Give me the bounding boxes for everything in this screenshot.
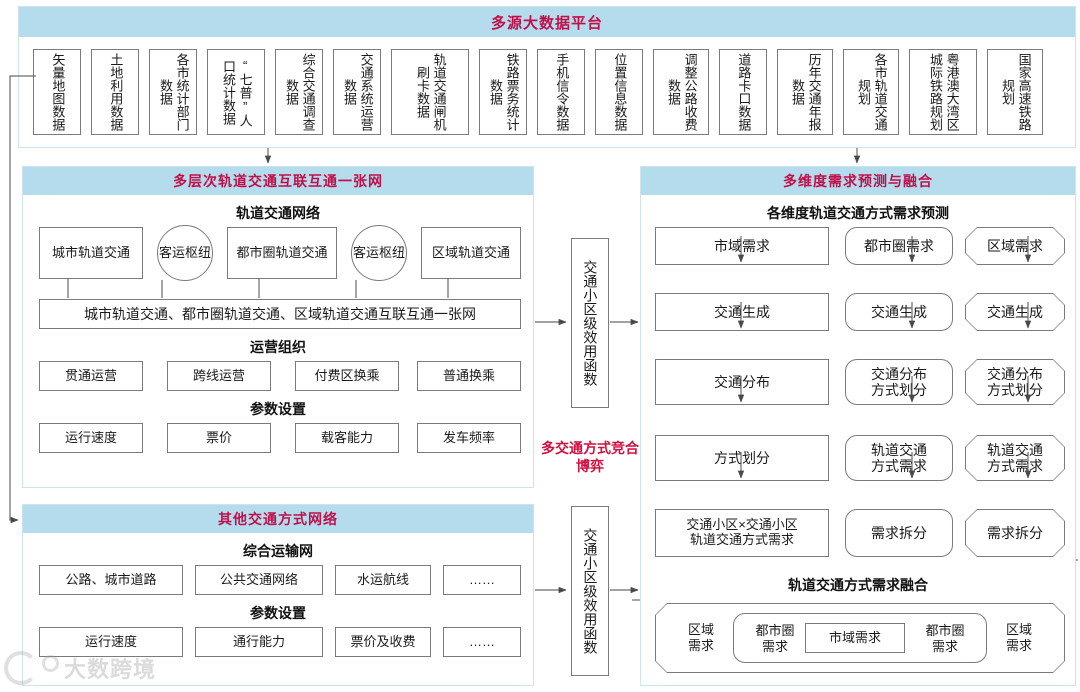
- transport-net-item[interactable]: 公路、城市道路: [39, 565, 183, 595]
- transport-net-item-more[interactable]: ……: [443, 565, 521, 595]
- fusion-label-regional-left: 区域 需求: [687, 622, 714, 653]
- parameter-item[interactable]: 票价: [167, 423, 271, 453]
- caption-dimension-forecast: 各维度轨道交通方式需求预测: [767, 205, 949, 221]
- operation-item[interactable]: 付费区换乘: [295, 361, 399, 391]
- forecast-step-distribution-modesplit[interactable]: 交通分布 方式划分: [845, 359, 953, 405]
- data-source-item[interactable]: 手机信令数据: [537, 49, 585, 135]
- forecast-step-distribution-modesplit-text: 交通分布 方式划分: [871, 365, 927, 398]
- data-source-item[interactable]: 交通系统运营数据: [333, 49, 381, 135]
- watermark-ring-icon: [4, 651, 38, 685]
- forecast-step-distribution-modesplit-text: 交通分布 方式划分: [987, 365, 1043, 398]
- node-regional-rail[interactable]: 区域轨道交通: [421, 227, 521, 279]
- parameter-item[interactable]: 载客能力: [295, 423, 399, 453]
- operation-item[interactable]: 跨线运营: [167, 361, 271, 391]
- operation-item[interactable]: 贯通运营: [39, 361, 143, 391]
- forecast-step-trip-generation[interactable]: 交通生成: [965, 293, 1065, 331]
- forecast-step-regional-demand-text: 区域需求: [987, 237, 1043, 254]
- forecast-step-metro-area-demand[interactable]: 都市圈需求: [845, 227, 953, 265]
- caption-integrated-transport-net: 综合运输网: [243, 543, 313, 559]
- forecast-step-demand-split[interactable]: 需求拆分: [965, 509, 1065, 557]
- forecast-step-trip-generation[interactable]: 交通生成: [655, 293, 829, 331]
- forecast-step-rail-mode-demand[interactable]: 轨道交通 方式需求: [845, 435, 953, 481]
- operation-item[interactable]: 普通换乘: [417, 361, 521, 391]
- one-network-bar[interactable]: 城市轨道交通、都市圈轨道交通、区域轨道交通互联互通一张网: [39, 299, 521, 329]
- parameter-item[interactable]: 运行速度: [39, 627, 183, 657]
- forecast-step-trip-generation-text: 交通生成: [987, 303, 1043, 320]
- transport-net-item[interactable]: 水运航线: [335, 565, 431, 595]
- forecast-step-mode-split[interactable]: 方式划分: [655, 435, 829, 481]
- forecast-step-od-rail-demand-text: 交通小区×交通小区 轨道交通方式需求: [686, 517, 798, 547]
- forecast-step-city-demand[interactable]: 市域需求: [655, 227, 829, 265]
- transport-net-item[interactable]: 公共交通网络: [195, 565, 323, 595]
- utility-function-top[interactable]: 交通小区级效用函数: [571, 238, 609, 408]
- forecast-step-demand-split-text: 需求拆分: [987, 524, 1043, 541]
- data-source-item[interactable]: 位置信息数据: [595, 49, 643, 135]
- parameter-item[interactable]: 发车频率: [417, 423, 521, 453]
- data-source-item[interactable]: 轨道交通闸机刷卡数据: [391, 49, 469, 135]
- forecast-step-trip-generation[interactable]: 交通生成: [845, 293, 953, 331]
- other-modes-body: 综合运输网 公路、城市道路 公共交通网络 水运航线 …… 参数设置 运行速度 通…: [23, 533, 533, 685]
- watermark-text: 大数跨境: [64, 657, 157, 682]
- panel-title-demand-forecast: 多维度需求预测与融合: [641, 167, 1075, 195]
- forecast-step-rail-mode-demand-text: 轨道交通 方式需求: [987, 441, 1043, 474]
- panel-other-modes-network: 其他交通方式网络 综合运输网 公路、城市道路 公共交通网络 水运航线 …… 参数…: [22, 504, 534, 686]
- forecast-step-rail-mode-demand[interactable]: 轨道交通 方式需求: [965, 435, 1065, 481]
- watermark-dot-icon: [42, 655, 59, 672]
- caption-demand-fusion: 轨道交通方式需求融合: [788, 577, 928, 593]
- rail-network-body: 轨道交通网络 城市轨道交通 客运枢纽 都市圈轨道交通 客运枢纽 区域轨道交通 城…: [23, 195, 533, 487]
- caption-parameter-settings-rail: 参数设置: [250, 401, 306, 417]
- fusion-label-metro-left: 都市圈 需求: [755, 623, 795, 654]
- forecast-step-regional-demand[interactable]: 区域需求: [965, 227, 1065, 265]
- fusion-inner-city-demand[interactable]: 市域需求: [805, 623, 905, 653]
- panel-title-rail-network: 多层次轨道交通互联互通一张网: [23, 167, 533, 195]
- data-source-item[interactable]: 各市轨道交通规划: [843, 49, 899, 135]
- data-source-item[interactable]: “七普”人口统计数据: [207, 49, 265, 135]
- watermark: 大数跨境: [4, 646, 174, 690]
- node-passenger-hub-2[interactable]: 客运枢纽: [351, 225, 407, 281]
- demand-forecast-body: 各维度轨道交通方式需求预测 市域需求 交通生成 交通分布 方式划分 交通小区×交…: [641, 195, 1075, 685]
- caption-rail-transit-network: 轨道交通网络: [236, 205, 320, 221]
- forecast-step-rail-mode-demand-text: 轨道交通 方式需求: [871, 441, 927, 474]
- utility-function-bottom[interactable]: 交通小区级效用函数: [571, 506, 609, 676]
- label-multimodal-game: 多交通方式竞合博弈: [540, 440, 640, 475]
- caption-operation-organization: 运营组织: [250, 339, 306, 355]
- node-urban-rail[interactable]: 城市轨道交通: [39, 227, 143, 279]
- node-passenger-hub-1[interactable]: 客运枢纽: [157, 225, 213, 281]
- panel-rail-network: 多层次轨道交通互联互通一张网 轨道交通网络 城市轨道交通 客运枢纽 都市圈轨道交…: [22, 166, 534, 488]
- caption-parameter-settings-other: 参数设置: [250, 605, 306, 621]
- data-source-item[interactable]: 粤港澳大湾区城际铁路规划: [909, 49, 977, 135]
- parameter-item[interactable]: 运行速度: [39, 423, 143, 453]
- panel-big-data-platform: 多源大数据平台 矢量地图数据 土地利用数据 各市统计部门数据 “七普”人口统计数…: [18, 6, 1076, 148]
- data-source-item[interactable]: 综合交通调查数据: [275, 49, 323, 135]
- data-source-item[interactable]: 调整公路收费数据: [653, 49, 709, 135]
- panel-title-big-data-platform: 多源大数据平台: [19, 7, 1075, 37]
- fusion-label-regional-right: 区域 需求: [1005, 622, 1032, 653]
- parameter-item[interactable]: 票价及收费: [335, 627, 431, 657]
- node-metro-area-rail[interactable]: 都市圈轨道交通: [227, 227, 337, 279]
- forecast-step-od-rail-demand[interactable]: 交通小区×交通小区 轨道交通方式需求: [655, 509, 829, 557]
- label-multimodal-game-text: 多交通方式竞合博弈: [541, 440, 639, 474]
- data-source-item[interactable]: 道路卡口数据: [719, 49, 767, 135]
- panel-title-other-modes: 其他交通方式网络: [23, 505, 533, 533]
- data-source-item[interactable]: 铁路票务统计数据: [479, 49, 527, 135]
- forecast-step-demand-split[interactable]: 需求拆分: [845, 509, 953, 557]
- panel-demand-forecast: 多维度需求预测与融合 各维度轨道交通方式需求预测 市域需求 交通生成 交通分布 …: [640, 166, 1076, 686]
- fusion-label-metro-right: 都市圈 需求: [925, 623, 965, 654]
- big-data-source-list: 矢量地图数据 土地利用数据 各市统计部门数据 “七普”人口统计数据 综合交通调查…: [19, 37, 1075, 147]
- data-source-item[interactable]: 土地利用数据: [91, 49, 139, 135]
- forecast-step-distribution-modesplit[interactable]: 交通分布 方式划分: [965, 359, 1065, 405]
- data-source-item[interactable]: 矢量地图数据: [33, 49, 81, 135]
- parameter-item-more[interactable]: ……: [443, 627, 521, 657]
- data-source-item[interactable]: 国家高速铁路规划: [987, 49, 1043, 135]
- parameter-item[interactable]: 通行能力: [195, 627, 323, 657]
- data-source-item[interactable]: 历年交通年报数据: [777, 49, 833, 135]
- forecast-step-trip-distribution[interactable]: 交通分布: [655, 359, 829, 405]
- data-source-item[interactable]: 各市统计部门数据: [149, 49, 197, 135]
